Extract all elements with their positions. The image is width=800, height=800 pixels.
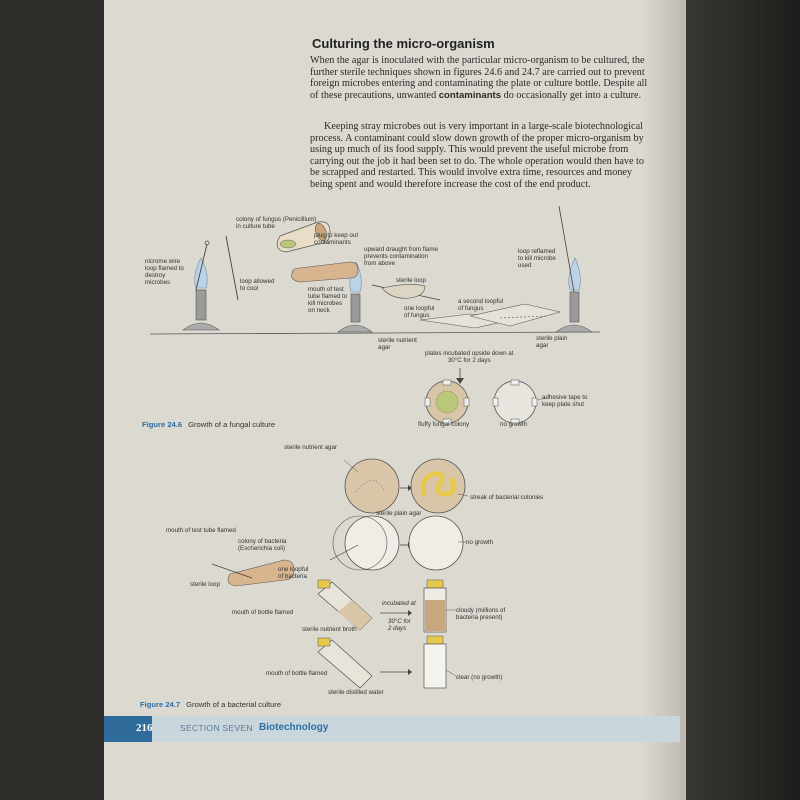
label-plain-agar: sterile plain agar bbox=[536, 335, 568, 349]
bench-line bbox=[149, 331, 601, 335]
section-heading: Culturing the micro-organism bbox=[312, 36, 495, 51]
label-colony-fungus: colony of fungus (Penicillium) in cultur… bbox=[236, 216, 317, 230]
label-upward-draught: upward draught from flame prevents conta… bbox=[364, 246, 438, 267]
bunsen-burner-right bbox=[555, 205, 593, 333]
cloudy-bottle-icon bbox=[423, 579, 447, 633]
distilled-water-bottle-tilted-icon bbox=[317, 637, 373, 689]
label-loop-reflamed: loop reflamed to kill microbe used bbox=[518, 248, 556, 269]
petri-dish-fungal-colony bbox=[424, 379, 470, 425]
label-no-growth-bacteria: no growth bbox=[466, 539, 494, 546]
figure-24-6-caption: Figure 24.6 Growth of a fungal culture bbox=[142, 420, 275, 429]
label-distilled-water: sterile distilled water bbox=[328, 689, 384, 696]
label-nutrient-agar: sterile nutrient agar bbox=[378, 337, 417, 351]
petri-dish-no-growth-bacteria bbox=[408, 515, 464, 571]
label-sterile-loop: sterile loop bbox=[396, 277, 426, 284]
label-nutrient-agar-bacteria: sterile nutrient agar bbox=[284, 444, 337, 451]
petri-dish-no-growth bbox=[492, 379, 538, 425]
paragraph-2: Keeping stray microbes out is very impor… bbox=[310, 121, 648, 191]
label-mouth-test-tube-bacteria: mouth of test tube flamed bbox=[166, 527, 236, 534]
label-one-loopful: one loopful of fungus bbox=[404, 305, 435, 319]
petri-dish-bacterial-streak bbox=[410, 458, 466, 514]
sterile-loop-bacteria-icon bbox=[211, 563, 253, 579]
label-second-loopful: a second loopful of fungus bbox=[458, 298, 504, 312]
petri-dish-nutrient-agar bbox=[344, 458, 400, 514]
wire-loop-icon bbox=[195, 243, 208, 291]
paragraph-2-text: Keeping stray microbes out is very impor… bbox=[310, 121, 644, 190]
label-no-growth-fungus: no growth bbox=[500, 421, 528, 428]
page-edge bbox=[680, 0, 686, 800]
label-sterile-loop-bacteria: sterile loop bbox=[190, 581, 220, 588]
paragraph-1-end: do occasionally get into a culture. bbox=[501, 89, 642, 101]
paragraph-1-text: When the agar is inoculated with the par… bbox=[310, 55, 648, 101]
label-plain-agar-bacteria: sterile plain agar bbox=[376, 510, 422, 517]
footer-band bbox=[152, 716, 680, 742]
bacteria-test-tube-icon bbox=[227, 559, 295, 587]
figure-24-6-text: Growth of a fungal culture bbox=[188, 420, 276, 429]
flame-icon bbox=[194, 257, 208, 289]
test-tube-icon bbox=[291, 261, 359, 283]
petri-dish-plain-agar bbox=[332, 515, 400, 571]
label-fluffy-colony: fluffy fungal colony bbox=[418, 421, 470, 428]
page-shadow bbox=[640, 0, 680, 800]
label-nutrient-broth: sterile nutrient broth bbox=[302, 626, 357, 633]
culture-tube-icon bbox=[276, 221, 331, 253]
flame-icon bbox=[568, 257, 581, 291]
paragraph-1: When the agar is inoculated with the par… bbox=[310, 55, 648, 101]
label-clear: clear (no growth) bbox=[456, 674, 503, 681]
label-streak: streak of bacterial colonies bbox=[470, 494, 544, 501]
broth-bottle-tilted-icon bbox=[317, 579, 373, 631]
label-temperature: 30°C for 2 days bbox=[388, 618, 411, 632]
bunsen-burner-left bbox=[182, 240, 220, 331]
label-cloudy: cloudy (millions of bacteria present) bbox=[456, 607, 506, 621]
book-page bbox=[104, 0, 680, 800]
footer-topic: Biotechnology bbox=[259, 722, 329, 733]
label-mouth-test-tube: mouth of test tube flamed to kill microb… bbox=[308, 286, 348, 314]
bunsen-burner-middle bbox=[291, 261, 373, 333]
cooling-loop-icon bbox=[225, 235, 239, 301]
label-one-loopful-bacteria: one loopful of bacteria bbox=[278, 566, 309, 580]
label-plug: plug to keep out contaminants bbox=[314, 232, 359, 246]
label-incubated: plates incubated upside down at 30°C for… bbox=[425, 350, 514, 364]
figure-24-7-text: Growth of a bacterial culture bbox=[186, 700, 282, 709]
bold-term-contaminants: contaminants bbox=[438, 89, 502, 101]
label-mouth-bottle: mouth of bottle flamed bbox=[232, 609, 294, 616]
background-dark-right bbox=[680, 0, 800, 800]
page-number: 216 bbox=[136, 722, 153, 734]
figure-24-7-caption: Figure 24.7 Growth of a bacterial culture bbox=[140, 700, 281, 709]
clear-bottle-icon bbox=[423, 635, 447, 689]
figure-24-7-number: Figure 24.7 bbox=[140, 700, 181, 709]
label-nichrome-wire: nicrome wire loop flamed to destroy micr… bbox=[145, 258, 184, 286]
footer-section: SECTION SEVEN bbox=[180, 723, 253, 733]
label-adhesive-tape: adhesive tape to keep plate shut bbox=[542, 394, 588, 408]
label-mouth-bottle-2: mouth of bottle flamed bbox=[266, 670, 328, 677]
label-loop-cool: loop allowed to cool bbox=[240, 278, 275, 292]
petri-dish-icon bbox=[469, 303, 561, 327]
footer-page-tab bbox=[104, 716, 152, 742]
label-incubated-at: incubated at bbox=[382, 600, 416, 607]
figure-24-6-number: Figure 24.6 bbox=[142, 420, 183, 429]
label-colony-bacteria: colony of bacteria (Escherichia coli) bbox=[238, 538, 287, 552]
